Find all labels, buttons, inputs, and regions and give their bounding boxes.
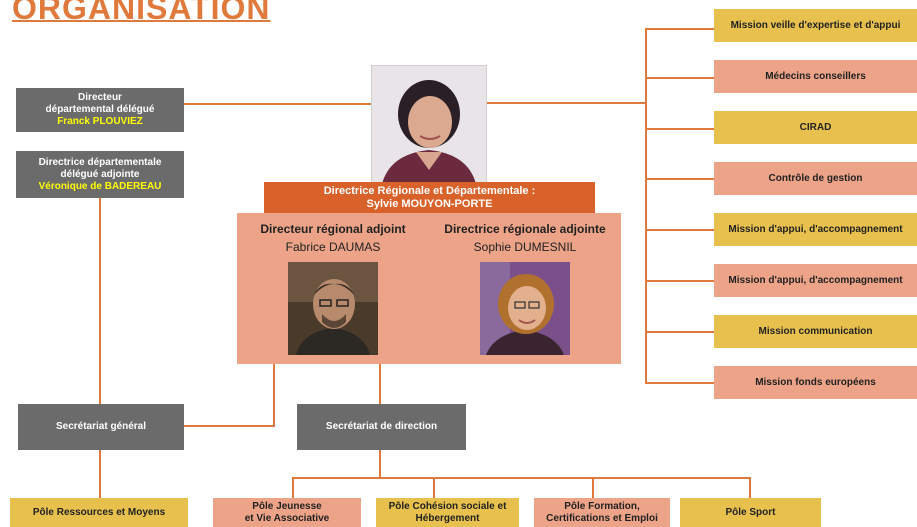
pole-label-line2: Certifications et Emploi	[546, 512, 658, 524]
directrice-regionale-banner: Directrice Régionale et Départementale :…	[264, 182, 595, 214]
mission-label: Mission veille d'expertise et d'appui	[730, 19, 901, 31]
connector-line	[184, 103, 372, 105]
connector-line	[645, 280, 714, 282]
mission-label: Mission d'appui, d'accompagnement	[728, 223, 903, 235]
connector-line	[645, 382, 714, 384]
connector-line	[379, 450, 381, 478]
directrice-adjointe-box: Directrice départementale délégué adjoin…	[16, 151, 184, 198]
mission-box: Mission fonds européens	[714, 366, 917, 399]
pole-label: Pôle Sport	[725, 506, 776, 518]
pole-box: Pôle Ressources et Moyens	[10, 498, 188, 527]
mission-box: Contrôle de gestion	[714, 162, 917, 195]
connector-line	[99, 198, 101, 498]
pole-box: Pôle Jeunesse et Vie Associative	[213, 498, 361, 527]
secretariat-general-label: Secrétariat général	[55, 421, 147, 432]
connector-line	[292, 477, 294, 498]
connector-line	[645, 28, 647, 383]
mission-box: Mission d'appui, d'accompagnement	[714, 264, 917, 297]
adjoint2-photo	[480, 262, 570, 355]
pole-label: Pôle Ressources et Moyens	[32, 506, 166, 518]
directeur-delegue-line1: Directeur	[78, 92, 122, 103]
adjoint1-name: Fabrice DAUMAS	[285, 240, 381, 254]
directeur-delegue-box: Directeur départemental délégué Franck P…	[16, 88, 184, 132]
mission-label: Contrôle de gestion	[768, 172, 863, 184]
directrice-adjointe-name: Véronique de BADEREAU	[38, 180, 162, 192]
directeur-delegue-name: Franck PLOUVIEZ	[57, 116, 143, 127]
adjoint1-role: Directeur régional adjoint	[260, 222, 406, 236]
connector-line	[379, 364, 381, 404]
secretariat-direction-label: Secrétariat de direction	[325, 421, 438, 432]
directrice-regionale-line2: Sylvie MOUYON-PORTE	[366, 198, 493, 210]
connector-line	[273, 364, 275, 426]
mission-label: Mission communication	[758, 325, 873, 337]
connector-line	[645, 77, 714, 79]
mission-box: Médecins conseillers	[714, 60, 917, 93]
mission-box: Mission communication	[714, 315, 917, 348]
mission-box: Mission d'appui, d'accompagnement	[714, 213, 917, 246]
adjoint2-role: Directrice régionale adjointe	[444, 222, 606, 236]
secretariat-general-box: Secrétariat général	[18, 404, 184, 450]
directrice-adjointe-line1: Directrice départementale	[38, 156, 162, 168]
pole-label-line1: Pôle Jeunesse	[252, 500, 322, 512]
pole-label-line1: Pôle Formation,	[564, 500, 640, 512]
page-title: ORGANISATION	[12, 0, 271, 26]
connector-line	[484, 102, 646, 104]
mission-label: Mission fonds européens	[755, 376, 876, 388]
pole-box: Pôle Sport	[680, 498, 821, 527]
mission-box: CIRAD	[714, 111, 917, 144]
director-photo	[371, 65, 487, 185]
pole-label-line1: Pôle Cohésion sociale et	[388, 500, 507, 512]
connector-line	[645, 128, 714, 130]
connector-line	[292, 477, 750, 479]
connector-line	[645, 28, 714, 30]
connector-line	[749, 477, 751, 498]
mission-label: Médecins conseillers	[765, 70, 866, 82]
connector-line	[645, 229, 714, 231]
mission-label: CIRAD	[799, 121, 832, 133]
connector-line	[592, 477, 594, 498]
secretariat-direction-box: Secrétariat de direction	[297, 404, 466, 450]
connector-line	[184, 425, 275, 427]
directeur-delegue-line2: départemental délégué	[45, 104, 155, 115]
mission-box: Mission veille d'expertise et d'appui	[714, 9, 917, 42]
directrice-regionale-line1: Directrice Régionale et Départementale :	[323, 184, 536, 197]
pole-box: Pôle Formation, Certifications et Emploi	[534, 498, 670, 527]
connector-line	[645, 331, 714, 333]
adjoint1-photo	[288, 262, 378, 355]
connector-line	[645, 178, 714, 180]
adjoint2-name: Sophie DUMESNIL	[473, 240, 577, 254]
mission-label: Mission d'appui, d'accompagnement	[728, 274, 903, 286]
directrice-adjointe-line2: délégué adjointe	[60, 168, 140, 180]
pole-box: Pôle Cohésion sociale et Hébergement	[376, 498, 519, 527]
pole-label-line2: Hébergement	[415, 512, 480, 524]
pole-label-line2: et Vie Associative	[244, 512, 330, 524]
connector-line	[433, 477, 435, 498]
